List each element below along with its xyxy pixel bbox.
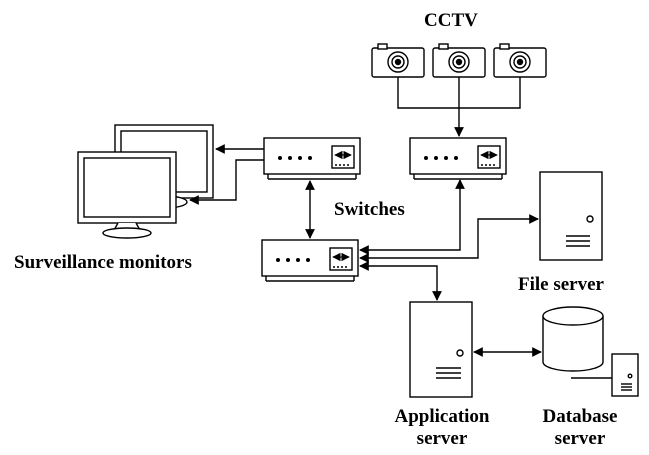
- cctv-camera-2-icon: [432, 43, 486, 78]
- database-server-icon: [571, 353, 639, 397]
- database-server-label-line1: Database: [542, 406, 618, 427]
- switch-arrow-glyphs: [332, 150, 498, 262]
- switches-label: Switches: [334, 199, 405, 220]
- file-server-label: File server: [518, 274, 604, 295]
- file-server-line: [359, 214, 539, 263]
- app-server-line: [359, 261, 442, 301]
- application-server-label-line1: Application: [394, 406, 490, 427]
- database-server-label-line2: server: [554, 428, 606, 449]
- switch-port-indicators: [276, 156, 495, 268]
- database-server-label: Database server: [530, 406, 630, 450]
- application-server-icon: [409, 301, 473, 398]
- cctv-camera-1-icon: [371, 43, 425, 78]
- surveillance-monitors-label: Surveillance monitors: [14, 252, 192, 273]
- switch-core-icon: [261, 239, 359, 282]
- file-server-icon: [539, 171, 603, 261]
- application-server-label-line2: server: [416, 428, 468, 449]
- camera-bus-line: [397, 77, 521, 109]
- cctv-camera-3-icon: [493, 43, 547, 78]
- monitor-front-icon: [77, 151, 188, 239]
- cctv-label: CCTV: [424, 10, 478, 31]
- database-icon: [542, 306, 604, 372]
- switch-to-monitor-front-line: [189, 159, 264, 205]
- application-server-label: Application server: [380, 406, 504, 450]
